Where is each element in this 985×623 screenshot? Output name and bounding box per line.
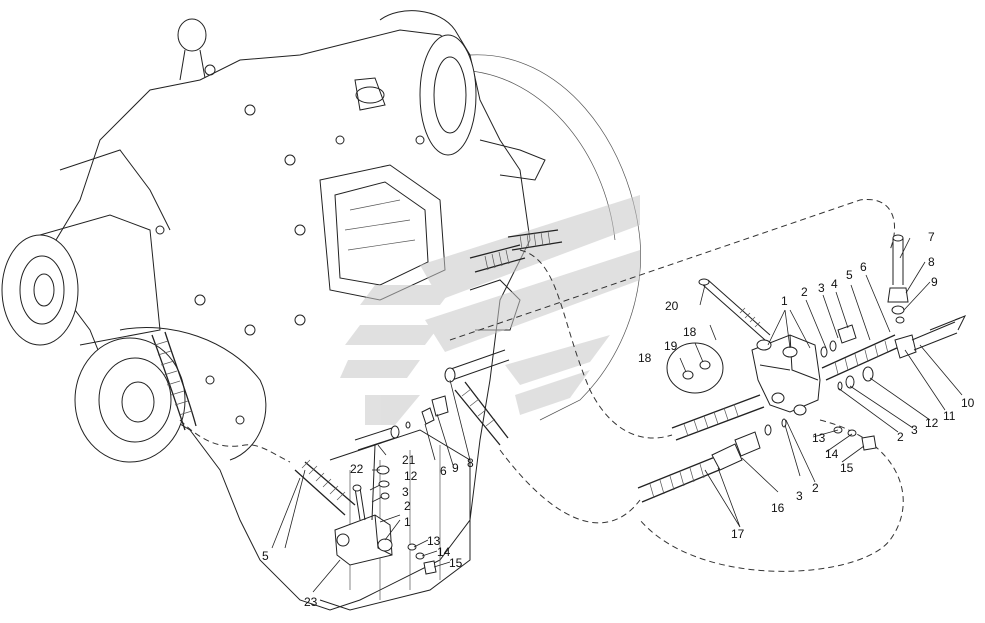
lower-valve-assembly (334, 349, 510, 575)
callout-9: 9 (931, 275, 938, 289)
callout-12: 12 (404, 469, 418, 483)
callout-2: 2 (812, 481, 819, 495)
callout-10: 10 (961, 396, 975, 410)
callout-3: 3 (796, 489, 803, 503)
gearbox-housing (1, 10, 641, 611)
callout-2: 2 (897, 430, 904, 444)
callout-14: 14 (437, 545, 451, 559)
callout-13: 13 (812, 431, 826, 445)
callout-13: 13 (427, 534, 441, 548)
hose-routing-lines (179, 199, 904, 572)
hoses (151, 229, 900, 516)
leader-lines (271, 237, 963, 593)
callout-20: 20 (665, 299, 679, 313)
callout-4: 4 (831, 277, 838, 291)
callout-14: 14 (825, 447, 839, 461)
callout-3: 3 (911, 423, 918, 437)
callout-8: 8 (467, 456, 474, 470)
watermark-logo (340, 195, 640, 425)
callout-11: 11 (943, 409, 956, 423)
callout-21: 21 (402, 453, 416, 467)
callout-1: 1 (404, 515, 411, 529)
callout-15: 15 (449, 556, 463, 570)
callout-5: 5 (846, 268, 853, 282)
callout-2: 2 (404, 499, 411, 513)
callout-5: 5 (262, 549, 269, 563)
callout-labels: 1 2 3 4 5 6 7 8 9 10 11 12 3 2 13 14 15 … (262, 230, 975, 609)
callout-3: 3 (402, 485, 409, 499)
callout-1: 1 (781, 294, 788, 308)
callout-18: 18 (683, 325, 697, 339)
callout-9: 9 (452, 461, 459, 475)
callout-6: 6 (860, 260, 867, 274)
callout-17: 17 (731, 527, 745, 541)
callout-18: 18 (638, 351, 652, 365)
callout-6: 6 (440, 464, 447, 478)
callout-16: 16 (771, 501, 785, 515)
callout-3: 3 (818, 281, 825, 295)
callout-12: 12 (925, 416, 939, 430)
callout-23: 23 (304, 595, 318, 609)
callout-8: 8 (928, 255, 935, 269)
callout-2: 2 (801, 285, 808, 299)
callout-15: 15 (840, 461, 854, 475)
callout-19: 19 (664, 339, 678, 353)
callout-22: 22 (350, 462, 364, 476)
callout-7: 7 (928, 230, 935, 244)
valve-assembly (666, 234, 967, 471)
